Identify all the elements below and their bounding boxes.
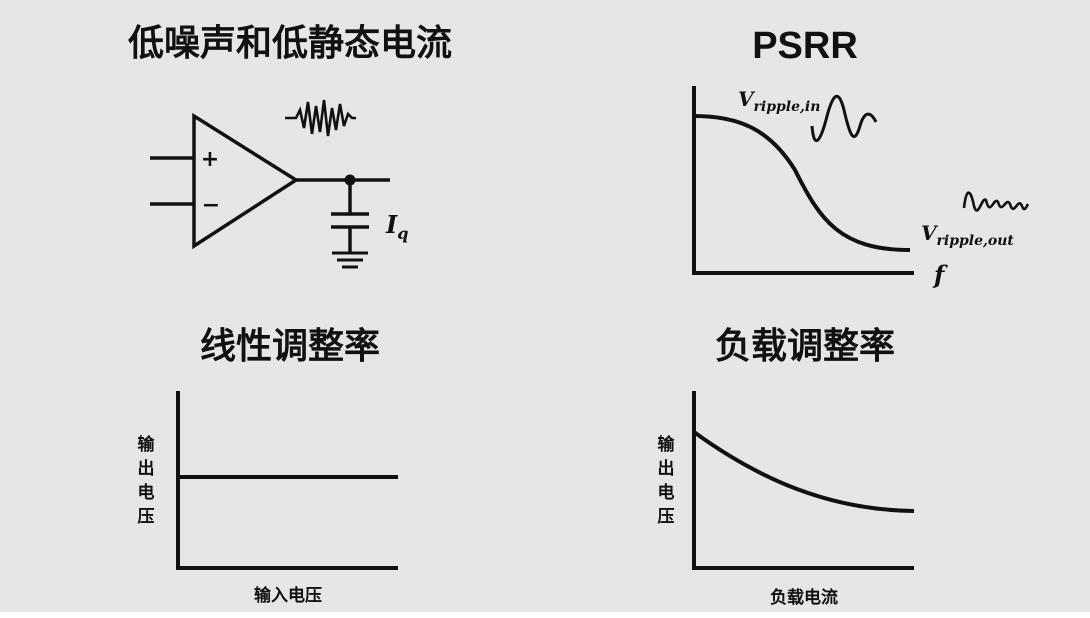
load-regulation-curve [692,430,915,513]
psrr-curve [693,114,911,252]
ripple-in-label-subscript: ripple,in [754,99,821,115]
ripple-out-label-main: V [921,221,939,245]
line-regulation-axes [176,391,398,570]
load-regulation-y-axis-label: 输出电压 [658,434,676,527]
line-regulation-panel-title: 线性调整率 [199,326,380,367]
psrr-axes [692,86,914,275]
ripple-in-label-main: V [738,87,756,111]
resistor-noise-zigzag-icon [285,99,356,137]
psrr-panel-title: PSRR [752,25,858,67]
capacitor-symbol-icon [331,180,369,252]
load-regulation-y-axis-label-text: 输出电压 [658,434,676,527]
op-amp-minus-sign: − [202,193,220,218]
ground-symbol-icon [332,251,368,269]
psrr-x-axis-label: f [932,260,948,289]
noise-panel-title: 低噪声和低静态电流 [127,23,452,64]
op-amp-plus-sign: + [201,147,219,172]
ripple-in-label: Vripple,in [738,87,820,115]
ripple-out-wave-icon [962,191,1030,212]
iq-label-subscript: q [397,224,408,243]
line-regulation-y-axis-label-text: 输出电压 [138,434,156,527]
ripple-out-label-subscript: ripple,out [937,233,1015,249]
line-regulation-y-axis-label: 输出电压 [138,434,156,527]
line-regulation-panel: 输出电压 输入电压 [138,391,398,606]
noise-panel: + − Iq [150,99,408,269]
psrr-panel: Vripple,in Vripple,out f [692,86,1030,289]
iq-label-main: I [385,210,398,239]
op-amp-symbol-icon: + − [150,112,300,250]
ripple-out-label: Vripple,out [921,221,1014,249]
ripple-in-wave-icon [810,94,878,142]
load-regulation-panel: 输出电压 负载电流 [658,391,915,608]
op-amp-triangle [192,112,300,250]
line-regulation-x-axis-label: 输入电压 [254,585,322,606]
load-regulation-panel-title: 负载调整率 [714,326,895,367]
load-regulation-x-axis-label: 负载电流 [770,587,838,608]
iq-label: Iq [385,210,408,243]
load-regulation-axes [692,391,914,570]
